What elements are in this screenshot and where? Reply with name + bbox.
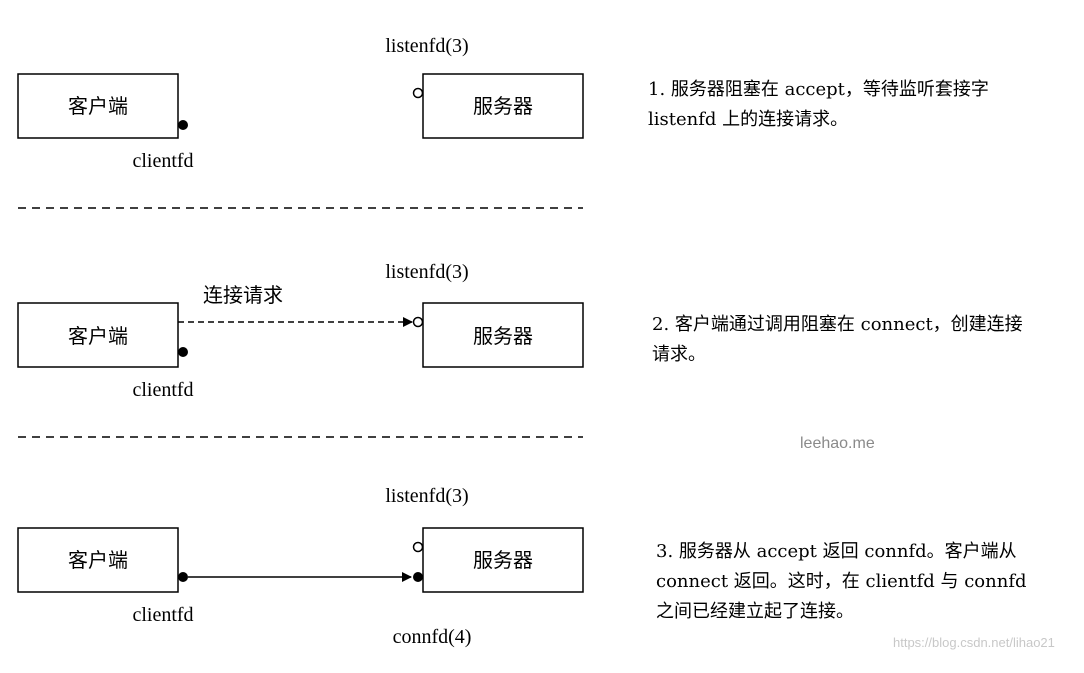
listenfd-label: listenfd(3) (385, 261, 468, 283)
listenfd-socket (412, 87, 424, 99)
server-label: 服务器 (473, 324, 533, 348)
server-box (422, 302, 584, 368)
client-box (17, 302, 179, 368)
listenfd-label: listenfd(3) (385, 35, 468, 57)
stage-1: listenfd(3) 客户端 clientfd 服务器 (17, 35, 584, 172)
client-label: 客户端 (68, 94, 128, 118)
server-box (422, 73, 584, 139)
source-watermark: https://blog.csdn.net/lihao21 (893, 635, 1055, 650)
request-label: 连接请求 (203, 283, 283, 307)
clientfd-label: clientfd (132, 379, 193, 401)
server-label: 服务器 (473, 94, 533, 118)
clientfd-label: clientfd (132, 604, 193, 626)
connfd-socket (413, 572, 423, 582)
connfd-label: connfd(4) (393, 626, 472, 648)
listenfd-socket (412, 541, 424, 553)
listenfd-socket (412, 316, 424, 328)
server-label: 服务器 (473, 548, 533, 572)
client-label: 客户端 (68, 324, 128, 348)
client-label: 客户端 (68, 548, 128, 572)
listenfd-label: listenfd(3) (385, 485, 468, 507)
stage-1-description: 1. 服务器阻塞在 accept，等待监听套接字 listenfd 上的连接请求… (648, 79, 989, 130)
stage-2-description: 2. 客户端通过调用阻塞在 connect，创建连接 请求。 (652, 314, 1023, 365)
clientfd-socket (178, 572, 188, 582)
watermark: leehao.me (800, 435, 875, 452)
client-box (17, 527, 179, 593)
clientfd-socket (178, 347, 188, 357)
stage-3: listenfd(3) 客户端 服务器 clientfd connfd(4) (17, 485, 584, 648)
client-box (17, 73, 179, 139)
stage-2: listenfd(3) 连接请求 客户端 clientfd 服务器 (17, 261, 584, 401)
server-box (422, 527, 584, 593)
stage-3-description: 3. 服务器从 accept 返回 connfd。客户端从 connect 返回… (656, 541, 1027, 622)
clientfd-socket (178, 120, 188, 130)
clientfd-label: clientfd (132, 150, 193, 172)
